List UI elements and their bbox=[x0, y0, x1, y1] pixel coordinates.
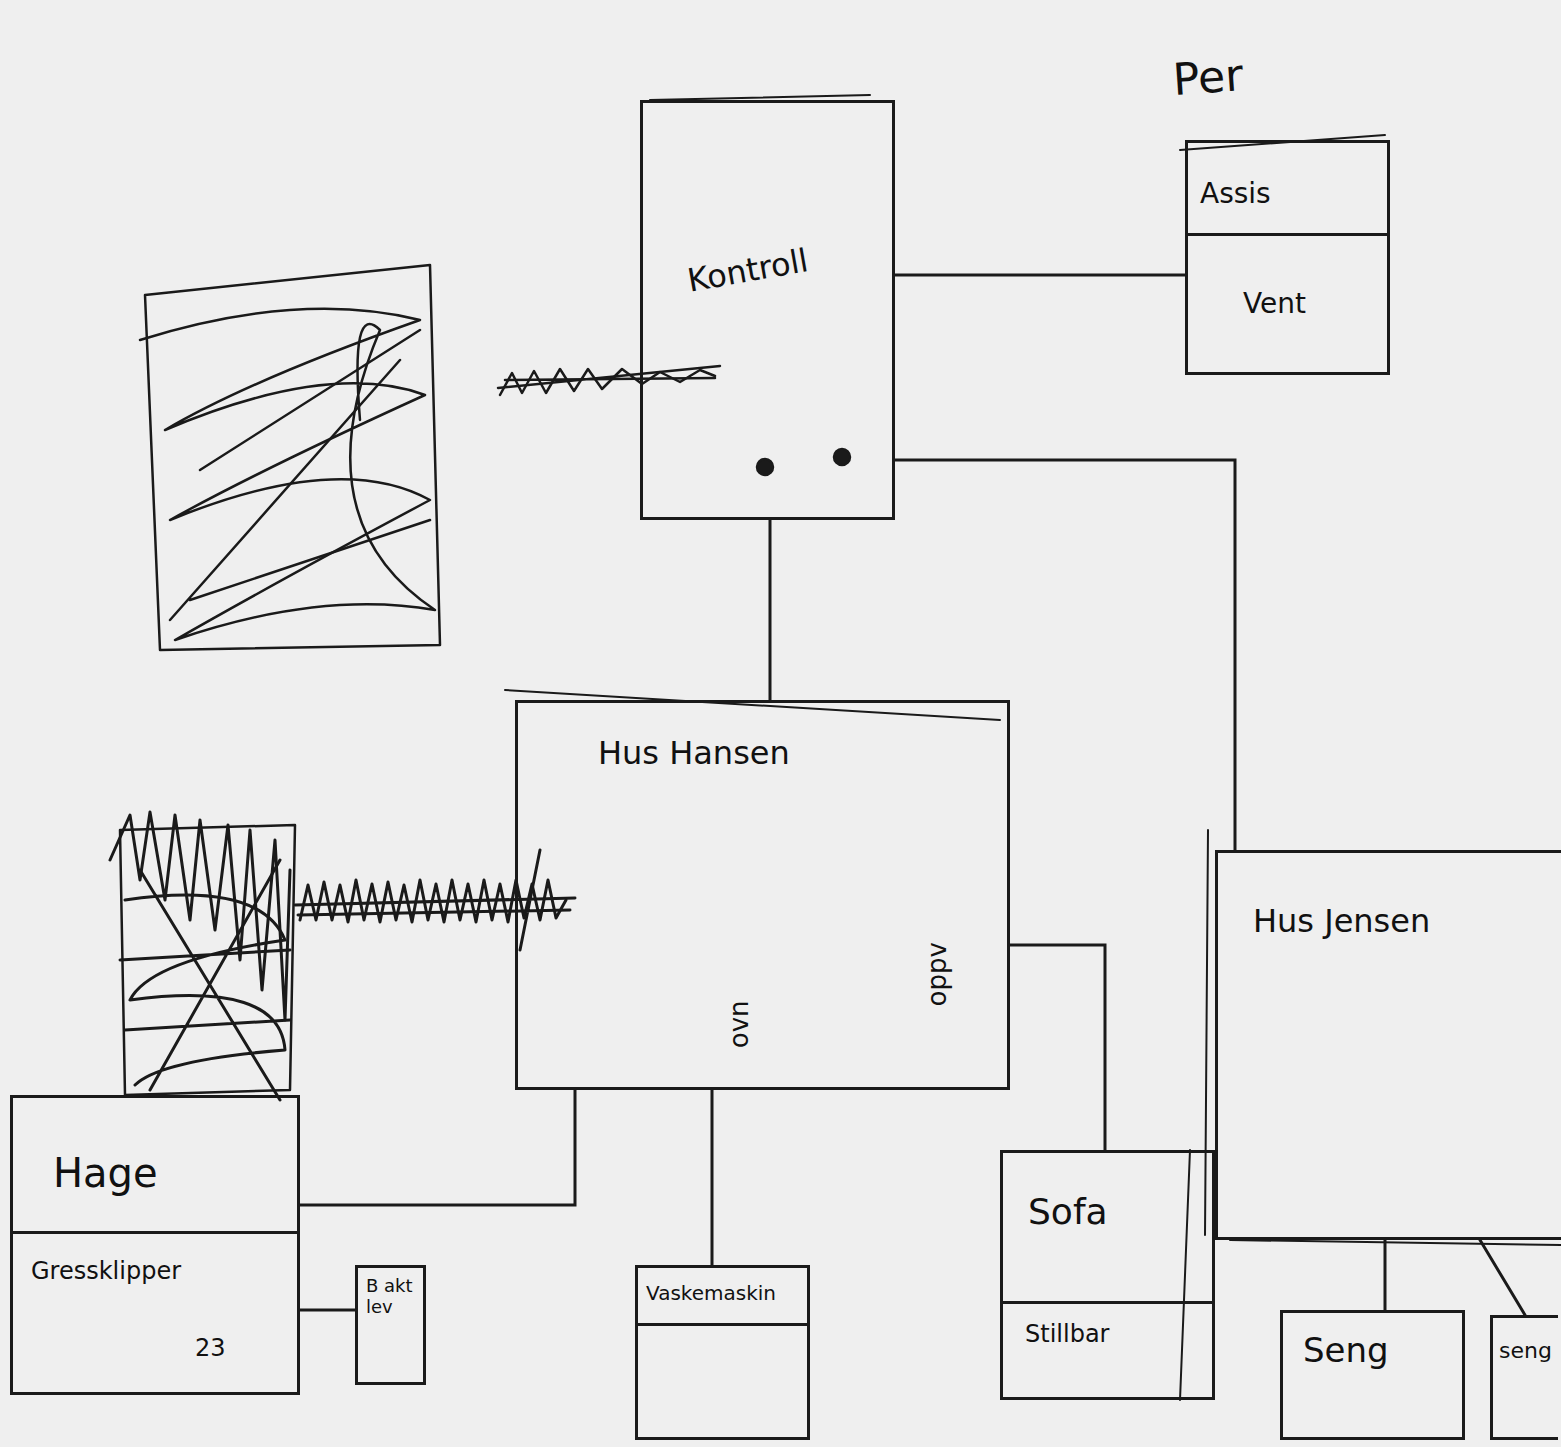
node-title: Sofa bbox=[1028, 1191, 1108, 1232]
page-number: 23 bbox=[195, 1335, 226, 1361]
crossed-word bbox=[500, 369, 715, 395]
scribble bbox=[170, 330, 430, 620]
node-text: Assis bbox=[1200, 178, 1271, 210]
divider-line bbox=[1188, 233, 1387, 236]
device-label: oppv bbox=[923, 942, 952, 1006]
connector-line bbox=[300, 1090, 575, 1205]
connector-line bbox=[895, 460, 1235, 850]
strike-line bbox=[498, 366, 720, 388]
control-box: Kontroll bbox=[640, 100, 895, 520]
sketch-stroke bbox=[505, 95, 1561, 1245]
node-text: Vent bbox=[1243, 288, 1306, 320]
device-box: Vaskemaskin bbox=[635, 1265, 810, 1440]
node-title: Hage bbox=[53, 1150, 158, 1196]
house-box: Hus Hansen bbox=[515, 700, 1010, 1090]
connector-line bbox=[300, 1309, 355, 1312]
connector-line bbox=[711, 1090, 714, 1265]
node-title: Seng bbox=[1303, 1331, 1389, 1370]
scribble bbox=[120, 860, 290, 1100]
device-label: ovn bbox=[725, 1000, 754, 1048]
divider-line bbox=[13, 1231, 297, 1234]
device-box: B akt lev bbox=[355, 1265, 426, 1385]
device-box: SofaStillbar bbox=[1000, 1150, 1215, 1400]
connector-line bbox=[1384, 1240, 1387, 1310]
house-box: Hus Jensen bbox=[1215, 850, 1561, 1240]
node-text: Gressklipper bbox=[31, 1258, 181, 1286]
device-box: Seng bbox=[1280, 1310, 1465, 1440]
divider-line bbox=[1003, 1301, 1212, 1304]
sketch-stroke bbox=[1180, 1150, 1190, 1400]
node-title: Hus Jensen bbox=[1253, 903, 1430, 940]
junction-dot bbox=[834, 449, 850, 465]
node-title: B akt lev bbox=[366, 1276, 418, 1317]
divider-line bbox=[638, 1323, 807, 1326]
connector-line bbox=[769, 520, 772, 700]
device-box: seng bbox=[1490, 1315, 1558, 1440]
connector-line bbox=[1010, 945, 1105, 1150]
device-box: PerAssisVent bbox=[1185, 140, 1390, 375]
node-title: Per bbox=[1171, 50, 1244, 105]
hatching bbox=[295, 850, 575, 950]
node-title: Hus Hansen bbox=[598, 735, 790, 772]
garden-box: HageGressklipper bbox=[10, 1095, 300, 1395]
node-title: seng bbox=[1499, 1338, 1552, 1363]
connector-line bbox=[1480, 1240, 1525, 1315]
junction-dot bbox=[757, 459, 773, 475]
node-title: Vaskemaskin bbox=[646, 1282, 776, 1305]
scribble bbox=[140, 309, 435, 640]
connector-line bbox=[895, 274, 1185, 277]
node-title: Kontroll bbox=[685, 242, 811, 299]
node-text: Stillbar bbox=[1025, 1321, 1109, 1349]
